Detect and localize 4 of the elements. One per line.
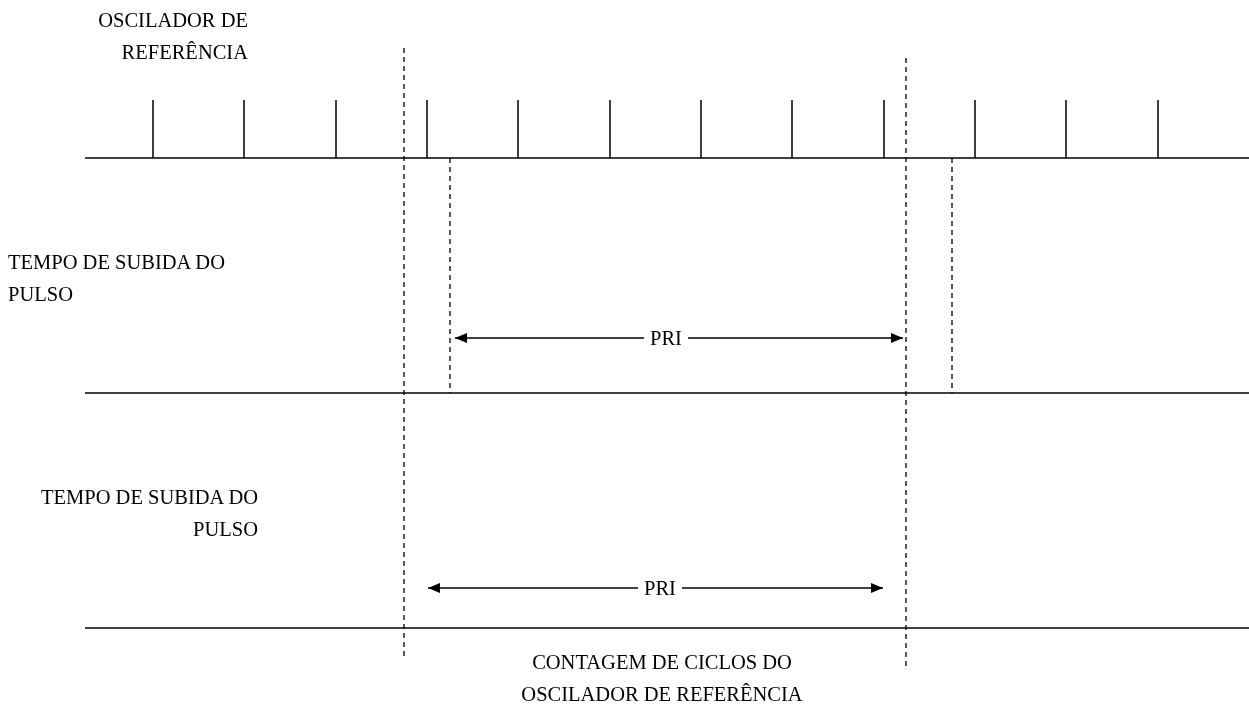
signal-name: OSCILADOR DE REFERÊNCIA bbox=[97, 8, 248, 65]
signal-name: TEMPO DE SUBIDA DO PULSO bbox=[8, 250, 226, 307]
caption-text: CONTAGEM DE CICLOS DO OSCILADOR DE REFERÊNCIA bbox=[520, 650, 804, 707]
signal-name: TEMPO DE SUBIDA DO PULSO bbox=[40, 485, 258, 542]
